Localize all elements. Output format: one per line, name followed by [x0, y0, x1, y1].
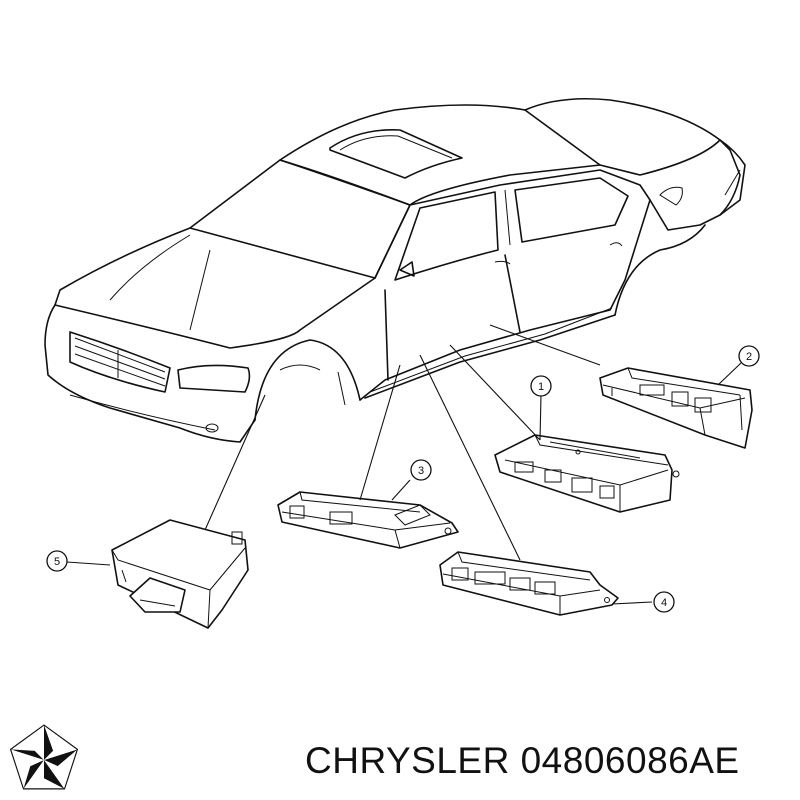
part-number: 04806086AE — [520, 740, 740, 781]
module-5-control-unit[interactable] — [111, 519, 249, 629]
callout-5-label: 5 — [54, 556, 60, 568]
car-body-outline — [44, 97, 746, 443]
callout-2-label: 2 — [746, 351, 752, 363]
callout-4-label: 4 — [661, 597, 667, 609]
callout-3: 3 — [410, 459, 432, 481]
module-4-control-unit[interactable] — [439, 551, 619, 616]
callout-2: 2 — [738, 345, 760, 367]
part-caption: CHRYSLER 04806086AE — [305, 738, 795, 784]
module-2-control-unit[interactable] — [599, 367, 753, 449]
module-1-body-control[interactable] — [494, 434, 680, 513]
brand-name: CHRYSLER — [305, 740, 510, 781]
callout-1: 1 — [530, 375, 552, 397]
callout-4: 4 — [653, 591, 675, 613]
leader-lines — [66, 324, 742, 605]
chrysler-pentastar-icon — [9, 724, 79, 790]
callout-1-label: 1 — [538, 381, 544, 393]
module-3-control-unit[interactable] — [277, 491, 459, 549]
callout-3-label: 3 — [418, 465, 424, 477]
callout-5: 5 — [46, 550, 68, 572]
